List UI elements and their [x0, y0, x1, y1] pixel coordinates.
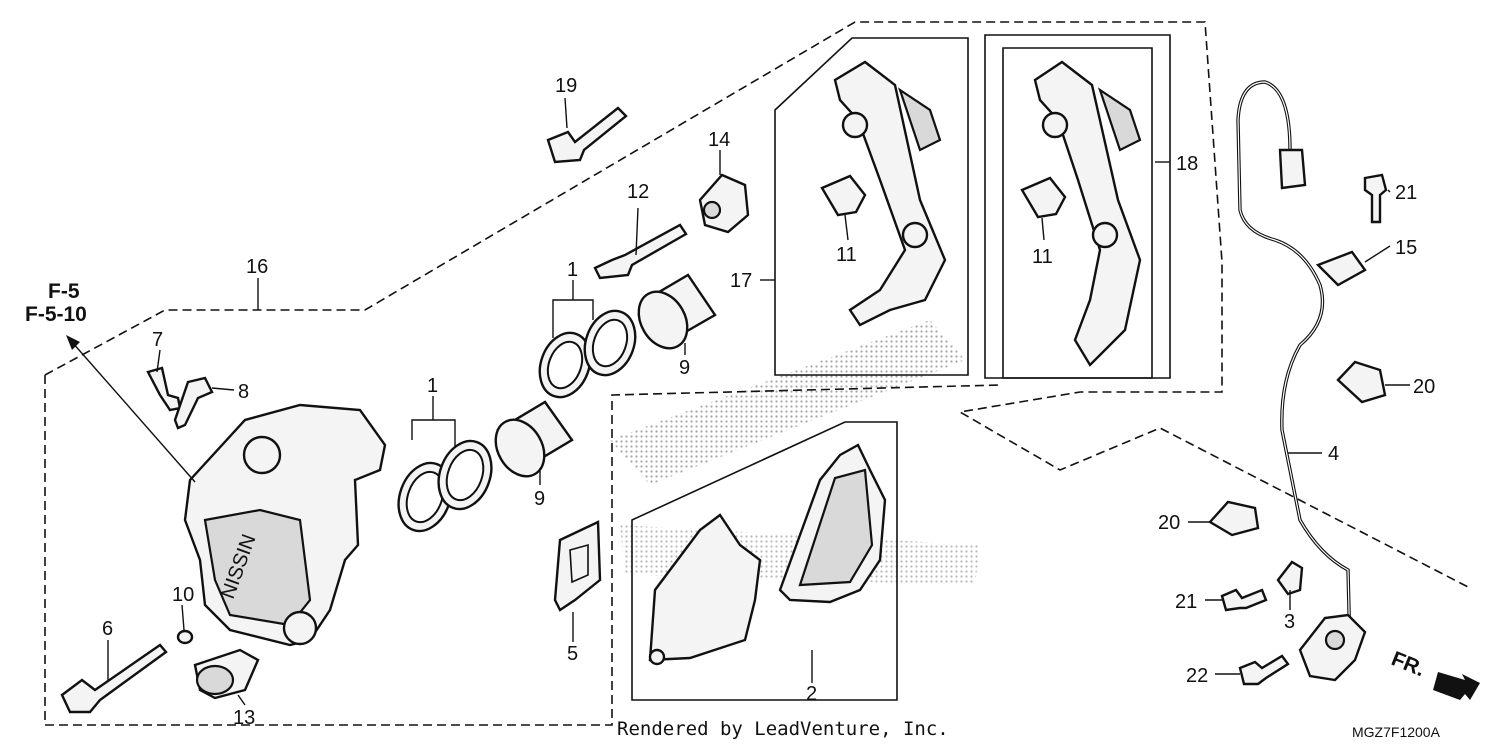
callout-16: 16: [246, 256, 268, 278]
pad-box-2: [631, 421, 898, 701]
callout-1-upper: 1: [567, 259, 578, 281]
bolt-21-upper: [1363, 173, 1388, 224]
pad-spring-5: [553, 520, 602, 612]
ref-f5: F-5: [48, 280, 80, 303]
callout-9-upper: 9: [679, 357, 690, 379]
callout-5: 5: [567, 643, 578, 665]
o-ring-10: [176, 629, 194, 645]
brake-pad-front: [778, 443, 887, 604]
grommet-20-lower: [1208, 500, 1260, 537]
caliper-bracket-17: [833, 60, 947, 327]
callout-20-upper: 20: [1413, 376, 1435, 398]
piston-lower: [494, 400, 574, 478]
pin-bolt-6: [60, 643, 168, 714]
bracket-box-18: [984, 34, 1171, 379]
callout-2: 2: [806, 683, 817, 705]
reference-labels: F-5 F-5-10: [25, 280, 87, 326]
caliper-bracket-18: [1033, 60, 1142, 367]
callout-20-lower: 20: [1158, 512, 1180, 534]
caliper-body: NISSIN: [183, 403, 387, 647]
grommet-20-upper: [1336, 360, 1387, 404]
front-direction-arrow: FR.: [1388, 647, 1480, 700]
slide-pin-12: [593, 223, 688, 280]
callout-7: 7: [152, 329, 163, 351]
callout-19: 19: [555, 75, 577, 97]
callout-22: 22: [1186, 665, 1208, 687]
callout-13: 13: [233, 707, 255, 729]
callout-15: 15: [1395, 237, 1417, 259]
cable-clamp-15: [1315, 250, 1367, 287]
plug-13: [193, 648, 260, 700]
callout-17: 17: [730, 270, 752, 292]
callout-14: 14: [708, 129, 730, 151]
bleeder-cap: [173, 376, 214, 430]
brake-pad-rear: [648, 513, 762, 666]
pad-clip-11-b: [1020, 176, 1067, 219]
callout-18: 18: [1176, 153, 1198, 175]
bolt-21-lower: [1220, 588, 1268, 612]
speed-sensor: [1298, 613, 1367, 682]
callout-6: 6: [102, 618, 113, 640]
callout-1-lower: 1: [427, 375, 438, 397]
bleeder-valve: [146, 366, 182, 412]
bracket-box-17: [774, 37, 969, 376]
front-direction-label: FR.: [1388, 647, 1428, 681]
callout-21-lower: 21: [1175, 591, 1197, 613]
seals-lower: [397, 439, 493, 533]
sensor-cable-4: [1236, 80, 1352, 651]
bolt-19: [546, 106, 628, 164]
piston-upper: [637, 273, 717, 350]
bolt-22: [1238, 654, 1290, 686]
boot-14: [698, 173, 750, 234]
callout-21-upper: 21: [1395, 182, 1417, 204]
diagram-code: MGZ7F1200A: [1352, 724, 1441, 740]
leader-lines: [66, 97, 1410, 706]
callout-labels: 19 14 12 1 9 1 9 16 7 8 10 6 13 5 2 11 1…: [102, 75, 1435, 729]
callout-11-a: 11: [836, 244, 857, 266]
callout-12: 12: [627, 181, 649, 203]
callout-10: 10: [172, 584, 194, 606]
pad-clip-11-a: [820, 174, 867, 217]
callout-11-b: 11: [1032, 246, 1053, 268]
clip-3: [1276, 560, 1304, 596]
callout-8: 8: [238, 381, 249, 403]
assembly-outline-16: [44, 21, 1471, 726]
callout-4: 4: [1328, 443, 1339, 465]
ref-f5-10: F-5-10: [25, 303, 87, 326]
callout-9-lower: 9: [534, 488, 545, 510]
credit-text: Rendered by LeadVenture, Inc.: [617, 718, 949, 740]
seals-upper: [538, 309, 637, 399]
callout-3: 3: [1284, 611, 1295, 633]
